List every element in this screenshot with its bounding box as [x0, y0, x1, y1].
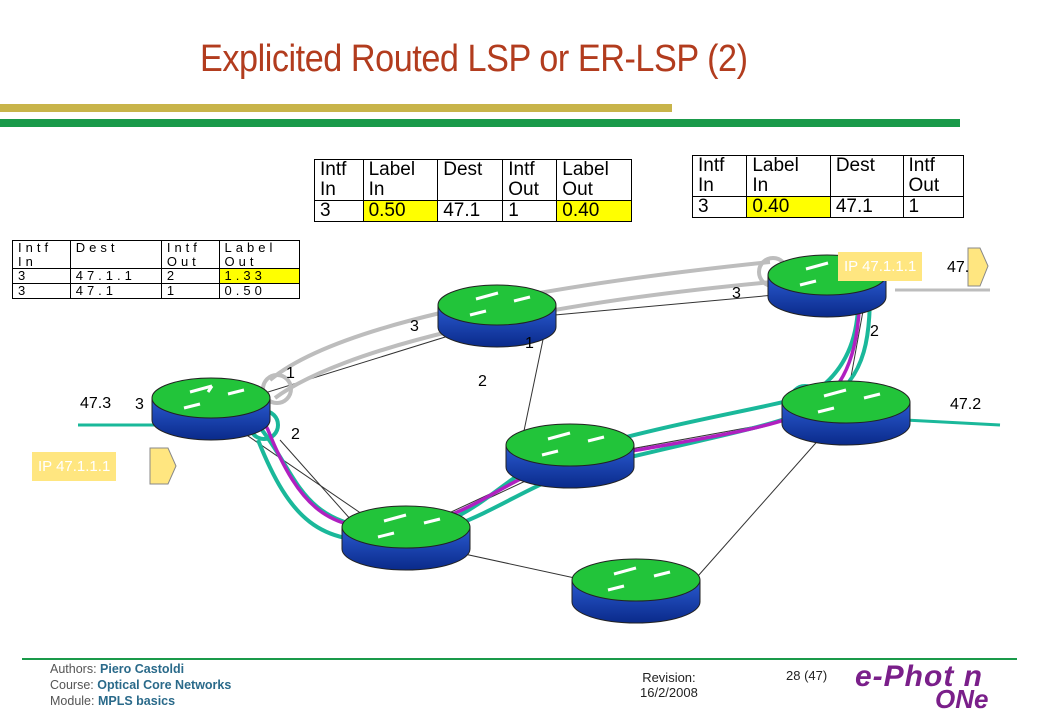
port-label: 3	[410, 318, 419, 335]
footer-module: Module: MPLS basics	[50, 694, 176, 708]
title-underline-green	[0, 119, 960, 127]
highlighted-label: 0.40	[746, 195, 831, 218]
net-label-right: 47.2	[950, 396, 982, 413]
table-row: 3 47.1.1 2 1.33	[12, 268, 301, 284]
net-label-left: 47.3	[80, 395, 112, 412]
ip-arrow-left-icon	[149, 447, 177, 485]
port-label: 2	[870, 323, 879, 340]
router-ingress	[151, 377, 271, 441]
ip-packet-tag-right: IP 47.1.1.1	[838, 252, 923, 281]
port-label: 2	[291, 426, 300, 443]
highlighted-label: 0.40	[556, 199, 632, 222]
table-row: 3 0.50 47.1 1 0.40	[314, 199, 632, 222]
logo-top: e-Phot n	[855, 660, 983, 693]
port-label: 1	[525, 335, 534, 352]
page-title: Explicited Routed LSP or ER-LSP (2)	[200, 38, 748, 80]
footer-course: Course: Optical Core Networks	[50, 678, 232, 692]
logo-bottom: ONe	[935, 684, 989, 714]
page-number: 28 (47)	[786, 668, 828, 683]
net-label-top-right: 47.	[947, 259, 970, 276]
highlighted-label: 1.33	[218, 268, 301, 284]
port-label: 3	[732, 285, 741, 302]
router-center	[505, 423, 635, 489]
table-row: 3 0.40 47.1 1	[691, 195, 965, 218]
router-bottom-left	[341, 505, 471, 571]
highlighted-label: 0.50	[362, 199, 439, 222]
router-bottom	[571, 558, 701, 624]
footer-divider	[22, 658, 1017, 660]
footer-authors: Authors: Piero Castoldi	[50, 662, 185, 676]
router-egress	[767, 254, 887, 318]
router-right	[781, 380, 911, 446]
router-middle	[437, 284, 557, 348]
port-label: 2	[478, 373, 487, 390]
header-cell: Dest	[69, 239, 162, 270]
table-row: 3 47.1 1 0.50	[12, 282, 301, 299]
ip-packet-tag-left: IP 47.1.1.1	[32, 452, 117, 481]
title-underline-olive	[0, 104, 672, 112]
port-label: 1	[286, 365, 295, 382]
port-label: 3	[135, 396, 144, 413]
footer-revision: Revision: 16/2/2008	[640, 670, 698, 700]
ip-arrow-right-icon	[967, 247, 989, 287]
